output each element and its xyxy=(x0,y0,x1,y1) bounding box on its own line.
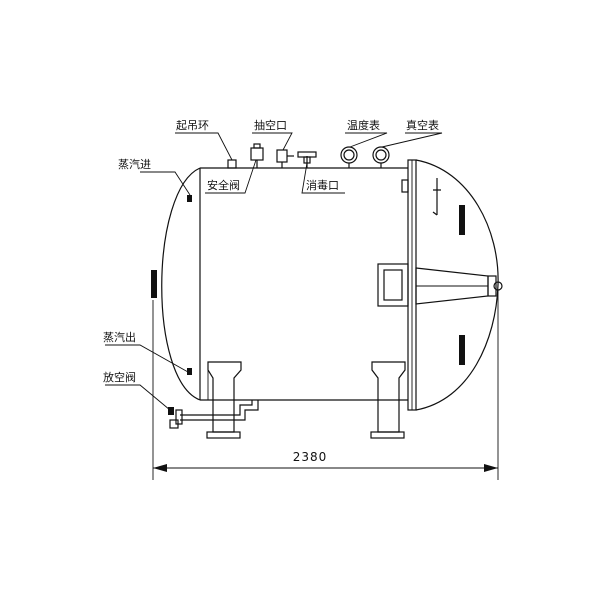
door-assembly xyxy=(377,159,503,411)
label-safety-valve: 安全阀 xyxy=(207,178,240,192)
label-disinfection-port: 消毒口 xyxy=(306,178,339,192)
label-vacuum-gauge: 真空表 xyxy=(406,118,439,132)
label-vacuum-port: 抽空口 xyxy=(254,118,287,132)
safety-valve-icon xyxy=(250,143,264,168)
top-fittings xyxy=(227,143,390,169)
vacuum-port-icon xyxy=(276,149,294,168)
dimension-length-label: 2380 xyxy=(293,450,328,464)
label-steam-inlet: 蒸汽进 xyxy=(118,157,151,171)
label-vent-valve: 放空阀 xyxy=(103,370,136,384)
label-lifting-ring: 起吊环 xyxy=(176,119,209,132)
label-steam-outlet: 蒸汽出 xyxy=(103,330,136,344)
leader-lines xyxy=(105,132,443,411)
thermometer-icon xyxy=(340,146,358,168)
labels: 起吊环 抽空口 温度表 真空表 蒸汽进 安全阀 消毒口 蒸汽出 放空阀 xyxy=(103,118,439,384)
label-thermometer: 温度表 xyxy=(347,118,380,132)
supports xyxy=(168,361,406,439)
dimension-overall: 2380 xyxy=(152,290,499,480)
disinfection-port-icon xyxy=(297,151,317,168)
vacuum-gauge-icon xyxy=(372,146,390,168)
lifting-ring-icon xyxy=(227,159,237,169)
vessel-body xyxy=(151,167,408,401)
